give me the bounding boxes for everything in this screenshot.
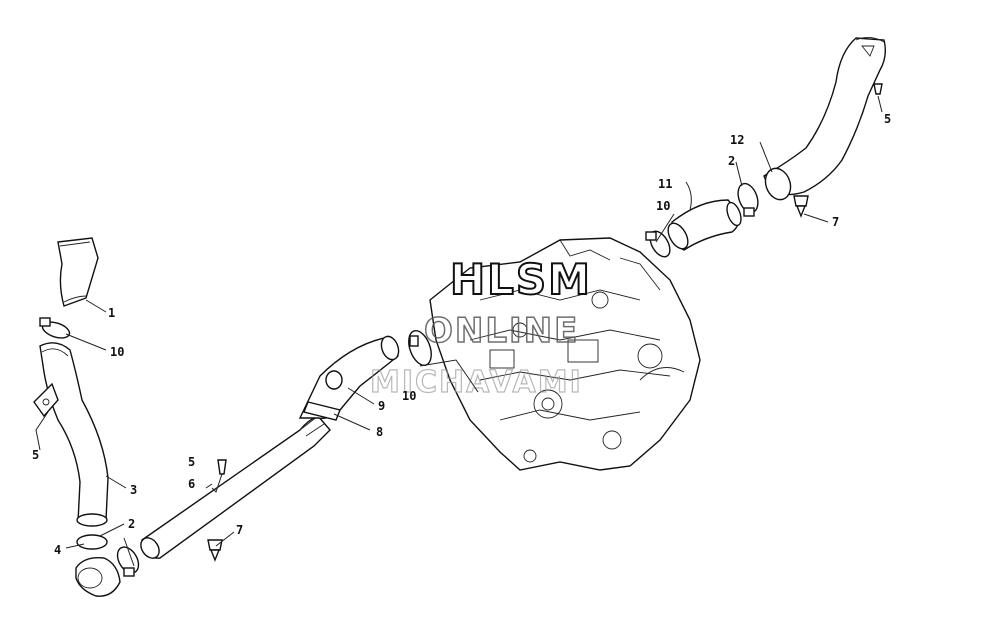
- part-7-fastener-right: [793, 195, 809, 218]
- callout-10-right: 10: [656, 199, 670, 213]
- callout-7-right: 7: [832, 215, 839, 229]
- callout-6: 6: [188, 477, 195, 491]
- callout-2-left: 2: [128, 517, 135, 531]
- part-10-clamp-middle: [408, 330, 432, 366]
- callout-9: 9: [378, 399, 385, 413]
- callout-4: 4: [54, 543, 61, 557]
- part-5-screw-right: [873, 83, 883, 95]
- watermark-line-3: MICHAVAMI: [370, 365, 583, 400]
- part-4-elbow: [75, 557, 121, 597]
- part-2-clamp-bottom-left: [76, 534, 108, 550]
- callout-7-mid: 7: [236, 523, 243, 537]
- watermark-line-1: HLSM: [450, 255, 592, 304]
- watermark-line-2: ONLINE: [424, 311, 579, 351]
- callout-3: 3: [130, 483, 137, 497]
- part-2-clamp-mid: [116, 546, 140, 577]
- engine-block: [429, 237, 701, 471]
- part-5-screw-mid: [217, 459, 227, 475]
- callout-12: 12: [730, 133, 744, 147]
- callout-8: 8: [376, 425, 383, 439]
- callout-1: 1: [108, 306, 115, 320]
- callout-2-right: 2: [728, 154, 735, 168]
- part-8-coupler: [303, 401, 341, 421]
- part-3-curved-tube: [39, 342, 109, 527]
- part-6-long-tube: [140, 415, 331, 559]
- callout-5-left: 5: [32, 448, 39, 462]
- part-7-fastener-mid: [207, 539, 223, 562]
- part-12-upper-right-tube: [763, 37, 887, 201]
- part-2-clamp-right: [737, 182, 759, 217]
- part-5-bracket-left: [33, 382, 59, 418]
- leader-lines: [35, 95, 883, 567]
- callout-11: 11: [658, 177, 672, 191]
- part-11-short-hose: [667, 199, 742, 251]
- callout-5-mid: 5: [188, 455, 195, 469]
- part-10-clamp-left: [39, 317, 71, 339]
- part-10-clamp-right: [645, 230, 671, 258]
- callout-10-left: 10: [110, 345, 124, 359]
- part-1-intake-funnel: [57, 237, 99, 307]
- callout-10-middle: 10: [402, 389, 416, 403]
- callout-5-right: 5: [884, 112, 891, 126]
